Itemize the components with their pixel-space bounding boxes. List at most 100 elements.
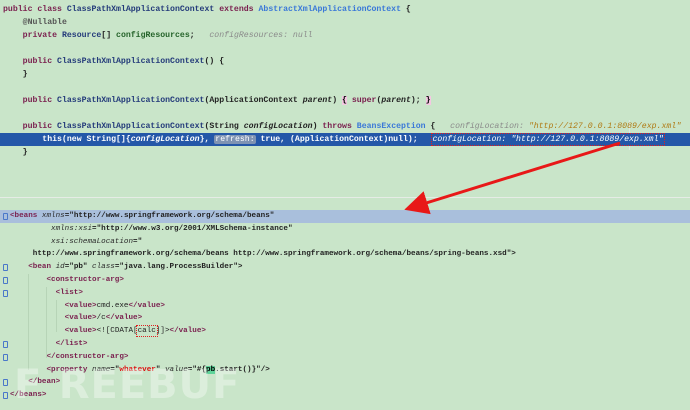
pane-divider (0, 197, 690, 198)
code-line[interactable]: public ClassPathXmlApplicationContext() … (0, 55, 690, 68)
highlighted-value: configLocation: "http://127.0.0.1:8089/e… (430, 133, 666, 146)
fold-marker-icon[interactable] (3, 277, 8, 284)
code-token: ="http://www.w3.org/2001/XMLSchema-insta… (92, 224, 293, 233)
code-token: Resource (61, 31, 102, 40)
highlighted-value: calc (135, 325, 158, 338)
code-token: ="pb" (64, 263, 93, 272)
code-line[interactable]: <property name="whatever" value="#{pb.st… (0, 364, 690, 377)
code-token: ="http://www.springframework.org/schema/… (64, 212, 275, 220)
code-token: AbstractXmlApplicationContext (258, 5, 402, 14)
code-token: </value> (169, 327, 206, 336)
code-token: @Nullable (3, 18, 67, 27)
code-token: public (3, 122, 58, 131)
code-token: </beans> (10, 391, 47, 400)
code-token: ="#{ (187, 365, 207, 374)
xml-editor-pane[interactable]: <beans xmlns="http://www.springframework… (0, 200, 690, 410)
code-line[interactable]: private Resource[] configResources; conf… (0, 29, 690, 42)
code-token: </list> (10, 340, 88, 348)
code-token: { (401, 5, 411, 14)
code-token: <list> (10, 288, 83, 297)
code-token: <bean (10, 263, 56, 272)
code-line[interactable]: </list> (0, 338, 690, 351)
code-token: xmlns (41, 212, 65, 220)
code-token: " (155, 365, 165, 374)
code-line[interactable]: @Nullable (0, 16, 690, 29)
fold-marker-icon[interactable] (3, 213, 8, 220)
code-token: (String (204, 122, 244, 131)
code-line[interactable]: public ClassPathXmlApplicationContext(St… (0, 120, 690, 133)
code-line[interactable]: xmlns:xsi="http://www.w3.org/2001/XMLSch… (0, 223, 690, 236)
code-line[interactable]: <beans xmlns="http://www.springframework… (0, 210, 690, 223)
code-token: </value> (105, 314, 143, 323)
code-line[interactable]: this(new String[]{configLocation}, refre… (0, 133, 690, 146)
code-token: cmd.exe (96, 301, 129, 310)
code-token: () { (204, 57, 225, 66)
code-line[interactable]: xsi:schemaLocation=" (0, 236, 690, 249)
code-token: ) (332, 96, 343, 105)
code-token: (ApplicationContext (204, 96, 303, 105)
code-token: BeansException (356, 122, 426, 131)
code-line[interactable]: http://www.springframework.org/schema/be… (0, 248, 690, 261)
code-token: super (351, 96, 377, 105)
code-line[interactable]: </bean> (0, 376, 690, 389)
code-token: } (3, 70, 28, 79)
code-token: { (425, 122, 451, 131)
code-token: <value> (10, 301, 97, 310)
code-token: ClassPathXmlApplicationContext (66, 5, 220, 14)
arrow-line (404, 141, 621, 215)
parameter-hint: refresh: (214, 135, 256, 144)
java-editor-pane[interactable]: public class ClassPathXmlApplicationCont… (0, 0, 690, 200)
watermark-logo: F-REEBUF (14, 362, 241, 408)
code-token: configLocation (130, 135, 200, 144)
indent-guide (56, 300, 57, 332)
code-token: { (342, 96, 347, 105)
code-line[interactable]: public ClassPathXmlApplicationContext(Ap… (0, 94, 690, 107)
code-line[interactable]: <bean id="pb" class="java.lang.ProcessBu… (0, 261, 690, 274)
code-token: ]]> (155, 327, 170, 336)
code-token: parent (381, 96, 411, 105)
code-token: }, (199, 135, 215, 144)
fold-marker-icon[interactable] (3, 264, 8, 271)
code-line[interactable]: <constructor-arg> (0, 274, 690, 287)
code-line[interactable]: <value><![CDATA[calc]]></value> (0, 325, 690, 338)
code-line[interactable]: } (0, 68, 690, 81)
code-token: extends (219, 5, 259, 14)
code-token: value (164, 365, 188, 374)
code-token: public (3, 57, 58, 66)
code-token: </constructor-arg> (10, 352, 129, 361)
code-token: } (3, 148, 28, 157)
code-line[interactable]: } (0, 146, 690, 159)
indent-guide (28, 274, 29, 370)
fold-marker-icon[interactable] (3, 392, 8, 399)
code-token: /c (96, 314, 106, 323)
code-line[interactable]: <value>cmd.exe</value> (0, 300, 690, 313)
fold-marker-icon[interactable] (3, 379, 8, 386)
indent-guide (46, 287, 47, 358)
code-token: configLocation: (450, 122, 529, 131)
code-token: id (55, 263, 65, 272)
code-token: ) (312, 122, 323, 131)
code-token: .start()}"/> (215, 365, 270, 374)
fold-marker-icon[interactable] (3, 290, 8, 297)
code-line[interactable]: </beans> (0, 389, 690, 402)
code-line[interactable]: <value>/c</value> (0, 312, 690, 325)
code-token: xsi:schemaLocation (10, 237, 134, 246)
code-token: parent (302, 96, 333, 105)
fold-marker-icon[interactable] (3, 341, 8, 348)
code-token: true, (ApplicationContext)null); (255, 135, 433, 144)
code-token: ClassPathXmlApplicationContext (57, 96, 205, 105)
code-token: throws (322, 122, 357, 131)
code-line[interactable]: <list> (0, 287, 690, 300)
code-token: configLocation (243, 122, 313, 131)
code-token: ); (410, 96, 426, 105)
code-token: <beans (10, 212, 42, 220)
fold-marker-icon[interactable] (3, 354, 8, 361)
code-token: [] (101, 31, 117, 40)
code-token: </bean> (10, 378, 61, 387)
code-token: xmlns:xsi (10, 224, 93, 233)
code-token: ="java.lang.ProcessBuilder"> (114, 263, 243, 272)
code-token: <value> (10, 314, 97, 323)
code-line[interactable]: public class ClassPathXmlApplicationCont… (0, 3, 690, 16)
code-line[interactable]: </constructor-arg> (0, 351, 690, 364)
